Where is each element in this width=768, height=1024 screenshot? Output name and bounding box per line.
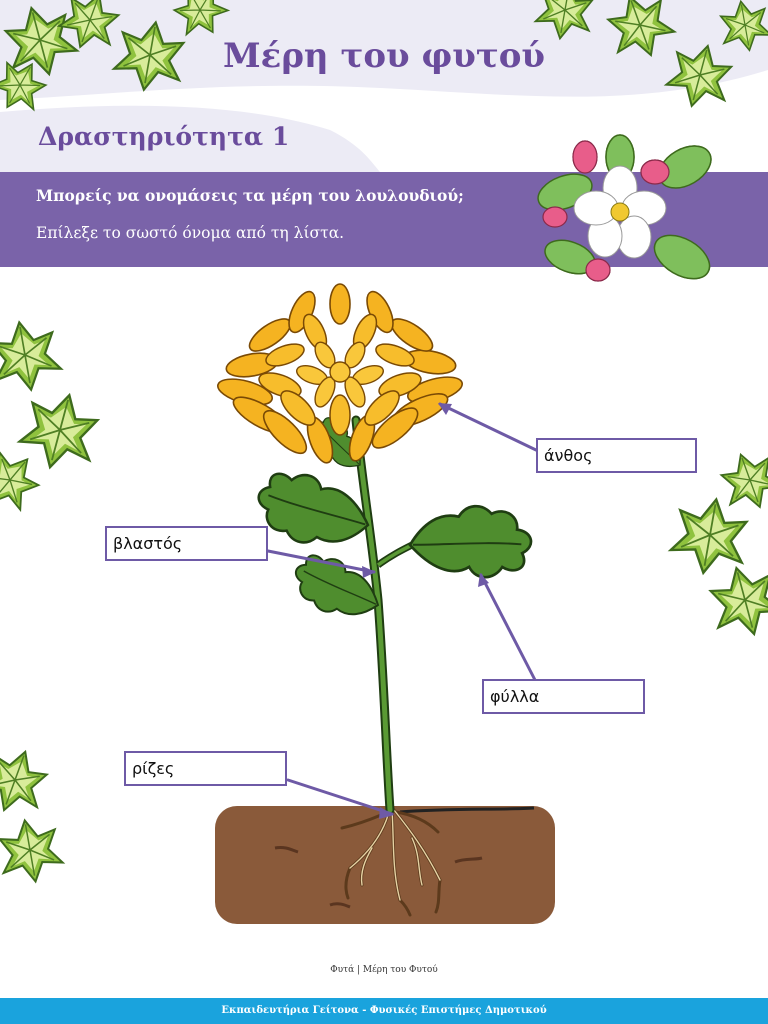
question-text: Μπορείς να ονομάσεις τα μέρη του λουλουδ… (36, 186, 464, 205)
footer-note: Φυτά | Μέρη του Φυτού (330, 965, 438, 975)
footer-bar: Εκπαιδευτήρια Γείτονα - Φυσικές Επιστήμε… (0, 998, 768, 1024)
label-flower[interactable]: άνθος (536, 438, 697, 473)
activity-title: Δραστηριότητα 1 (38, 122, 290, 151)
label-stem[interactable]: βλαστός (105, 526, 268, 561)
flower-head (217, 283, 463, 464)
label-roots[interactable]: ρίζες (124, 751, 287, 786)
label-leaves[interactable]: φύλλα (482, 679, 645, 714)
instruction-text: Επίλεξε το σωστό όνομα από τη λίστα. (36, 224, 345, 242)
page-title: Μέρη του φυτού (223, 36, 545, 76)
soil (215, 806, 555, 924)
